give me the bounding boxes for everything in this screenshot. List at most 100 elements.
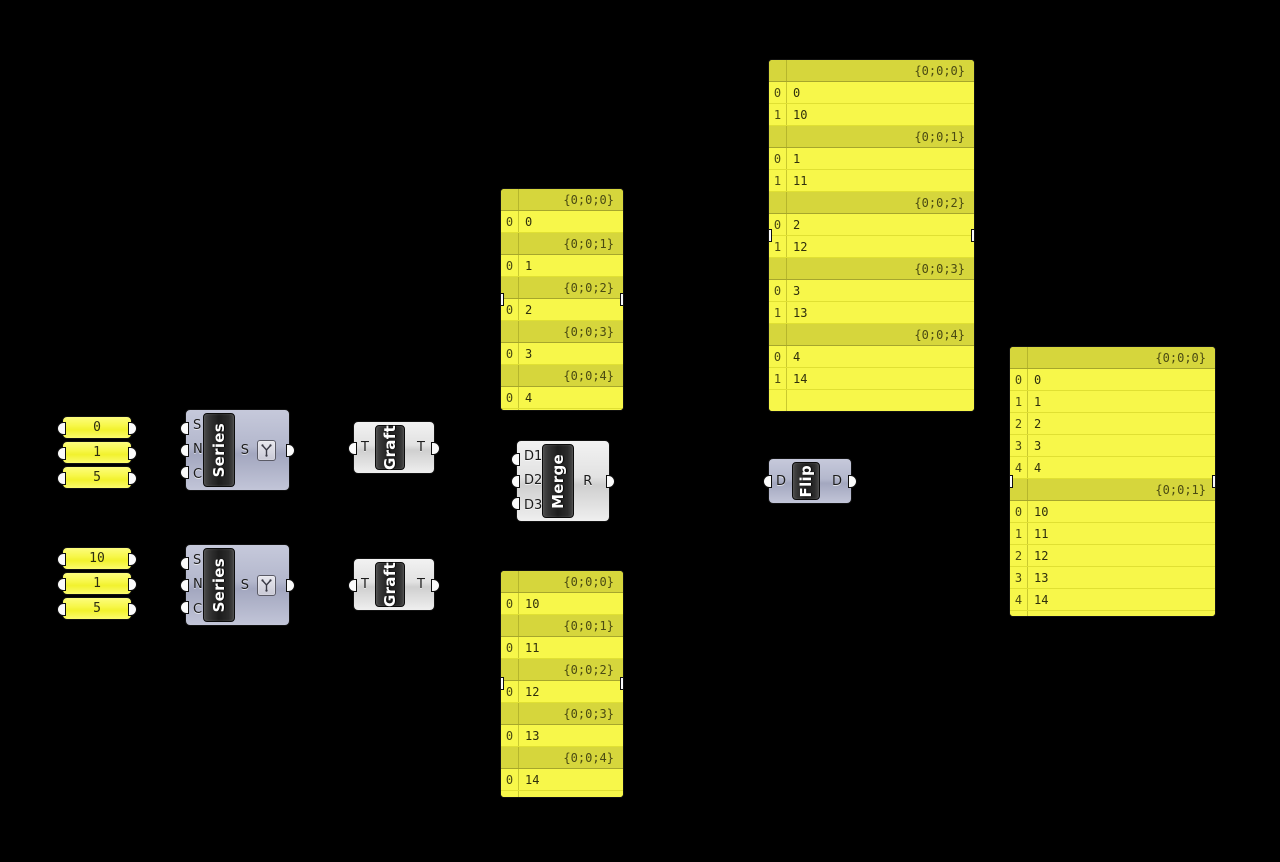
- input-grip-c[interactable]: [180, 466, 189, 479]
- item-value: 0: [793, 85, 801, 100]
- input-grip[interactable]: [501, 677, 504, 690]
- param-series2-step[interactable]: 1: [57, 572, 137, 595]
- node-title-plate[interactable]: Graft: [375, 562, 405, 607]
- node-title-plate[interactable]: Series: [202, 548, 235, 622]
- branch-path: {0;0;1}: [563, 236, 614, 251]
- input-grip[interactable]: [57, 603, 66, 616]
- node-series-a[interactable]: S N C Series S: [180, 409, 295, 491]
- output-grip[interactable]: [620, 292, 623, 306]
- node-graft-a[interactable]: T Graft T: [348, 421, 440, 474]
- output-grip[interactable]: [128, 553, 137, 566]
- branch-path: {0;0;4}: [563, 750, 614, 765]
- input-label-t: T: [361, 577, 369, 592]
- graft-icon[interactable]: [257, 574, 276, 596]
- node-title-plate[interactable]: Series: [202, 413, 235, 487]
- branch-row-gutter: [501, 189, 519, 210]
- branch-row-gutter: [769, 324, 787, 345]
- branch-path: {0;0;3}: [914, 261, 965, 276]
- node-title: Flip: [797, 464, 815, 498]
- branch-path: {0;0;1}: [563, 618, 614, 633]
- output-grip[interactable]: [128, 422, 137, 435]
- item-value: 10: [1034, 504, 1049, 519]
- output-grip[interactable]: [128, 447, 137, 460]
- node-merge[interactable]: D1 D2 D3 Merge R: [511, 440, 615, 522]
- item-index: 0: [1010, 501, 1028, 522]
- input-grip-s[interactable]: [180, 557, 189, 570]
- output-grip-t[interactable]: [431, 579, 440, 592]
- merge-inputs: D1 D2 D3: [517, 441, 542, 521]
- item-index: 1: [769, 302, 787, 323]
- input-grip[interactable]: [57, 472, 66, 485]
- item-index: 3: [1010, 435, 1028, 456]
- item-value: 1: [525, 258, 533, 273]
- node-series-b[interactable]: S N C Series S: [180, 544, 295, 626]
- item-index: 0: [501, 769, 519, 790]
- input-grip-s[interactable]: [180, 422, 189, 435]
- input-grip-t[interactable]: [348, 442, 357, 455]
- param-series2-count[interactable]: 5: [57, 597, 137, 620]
- input-grip-d[interactable]: [763, 475, 772, 488]
- graft-icon[interactable]: [257, 439, 276, 461]
- input-grip-d3[interactable]: [511, 497, 520, 510]
- graft-b-outputs: T: [411, 559, 434, 610]
- output-grip[interactable]: [1212, 474, 1215, 488]
- input-grip[interactable]: [57, 578, 66, 591]
- output-label-r: R: [583, 473, 593, 489]
- node-title-plate[interactable]: Graft: [375, 425, 405, 470]
- output-grip-s[interactable]: [286, 444, 295, 457]
- node-title-plate[interactable]: Merge: [542, 444, 575, 518]
- output-grip-t[interactable]: [431, 442, 440, 455]
- param-series1-start[interactable]: 0: [57, 416, 137, 439]
- input-grip[interactable]: [769, 228, 772, 242]
- input-grip-n[interactable]: [180, 444, 189, 457]
- input-grip[interactable]: [1010, 474, 1013, 488]
- input-grip[interactable]: [57, 553, 66, 566]
- param-series2-start[interactable]: 10: [57, 547, 137, 570]
- output-grip-s[interactable]: [286, 579, 295, 592]
- output-grip-d[interactable]: [848, 475, 857, 488]
- output-grip[interactable]: [971, 228, 974, 242]
- branch-row-gutter: [501, 659, 519, 680]
- series-a-outputs: S: [235, 410, 253, 490]
- node-flip[interactable]: D Flip D: [763, 458, 857, 504]
- input-label-c: C: [193, 602, 203, 618]
- input-grip[interactable]: [57, 422, 66, 435]
- node-title-plate[interactable]: Flip: [792, 462, 820, 500]
- output-grip-r[interactable]: [606, 475, 615, 488]
- input-grip-c[interactable]: [180, 601, 189, 614]
- item-index: 0: [501, 299, 519, 320]
- item-index: 0: [769, 214, 787, 235]
- input-grip[interactable]: [57, 447, 66, 460]
- input-grip-t[interactable]: [348, 579, 357, 592]
- output-label-t: T: [417, 577, 425, 592]
- output-grip[interactable]: [128, 603, 137, 616]
- branch-path: {0;0;0}: [914, 63, 965, 78]
- item-value: 11: [793, 173, 808, 188]
- input-grip-n[interactable]: [180, 579, 189, 592]
- node-graft-b[interactable]: T Graft T: [348, 558, 440, 611]
- input-grip[interactable]: [501, 292, 504, 306]
- output-grip[interactable]: [128, 578, 137, 591]
- item-index: 0: [769, 346, 787, 367]
- output-grip[interactable]: [128, 472, 137, 485]
- node-title: Graft: [381, 424, 399, 471]
- branch-header-row: {0;0;3}: [501, 703, 623, 725]
- output-grip[interactable]: [620, 677, 623, 690]
- flip-outputs: D: [826, 459, 851, 503]
- filler-gutter: [501, 791, 519, 797]
- node-title: Series: [209, 422, 228, 478]
- param-series1-step[interactable]: 1: [57, 441, 137, 464]
- item-value: 0: [1034, 372, 1042, 387]
- param-series1-count[interactable]: 5: [57, 466, 137, 489]
- input-grip-d2[interactable]: [511, 475, 520, 488]
- input-grip-d1[interactable]: [511, 453, 520, 466]
